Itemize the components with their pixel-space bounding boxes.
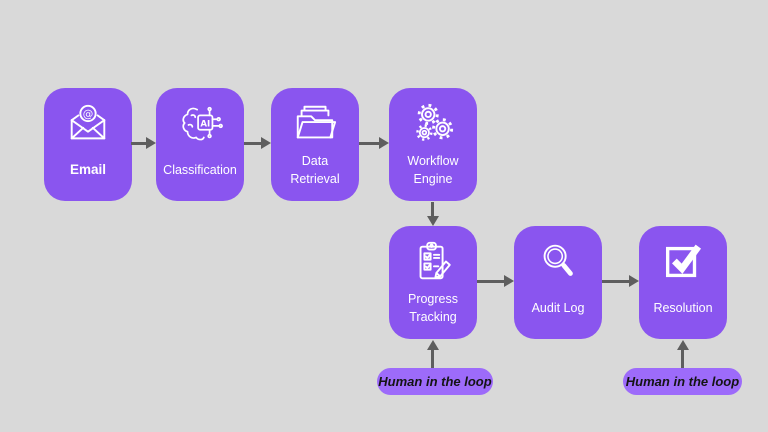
svg-text:@: @	[83, 108, 94, 120]
arrowhead-right-icon	[504, 275, 514, 287]
clipboard-checklist-icon	[410, 239, 456, 285]
node-data-retrieval: Data Retrieval	[271, 88, 359, 201]
node-audit-log: Audit Log	[514, 226, 602, 339]
arrow-progress-tracking-to-audit-log	[477, 280, 504, 283]
node-progress-tracking: Progress Tracking	[389, 226, 477, 339]
node-label: Workflow Engine	[407, 153, 459, 186]
arrow-workflow-engine-to-progress-tracking	[431, 202, 434, 216]
node-label: Email	[69, 162, 107, 178]
arrowhead-right-icon	[146, 137, 156, 149]
node-label: Data Retrieval	[290, 153, 340, 186]
arrow-human-loop-to-resolution	[681, 349, 684, 368]
node-label: Classification	[163, 162, 237, 177]
arrowhead-up-icon	[427, 340, 439, 350]
svg-text:AI: AI	[200, 119, 210, 129]
human-in-loop-pill-2: Human in the loop	[623, 368, 742, 395]
pill-label: Human in the loop	[378, 374, 492, 389]
node-classification: AI Classification	[156, 88, 244, 201]
arrowhead-up-icon	[677, 340, 689, 350]
folder-icon	[292, 101, 338, 147]
arrow-human-loop-to-progress-tracking	[431, 349, 434, 368]
arrow-classification-to-data-retrieval	[244, 142, 261, 145]
node-resolution: Resolution	[639, 226, 727, 339]
arrow-data-retrieval-to-workflow-engine	[359, 142, 379, 145]
pill-label: Human in the loop	[625, 374, 740, 389]
node-label: Audit Log	[531, 300, 585, 315]
arrowhead-right-icon	[379, 137, 389, 149]
arrowhead-down-icon	[427, 216, 439, 226]
human-in-loop-pill-1: Human in the loop	[377, 368, 493, 395]
node-email: @ Email	[44, 88, 132, 201]
node-label: Progress Tracking	[407, 291, 459, 324]
node-workflow-engine: Workflow Engine	[389, 88, 477, 201]
magnifier-icon	[535, 239, 581, 285]
checkbox-icon	[660, 239, 706, 285]
node-label: Resolution	[653, 300, 713, 315]
arrowhead-right-icon	[629, 275, 639, 287]
arrow-email-to-classification	[131, 142, 147, 145]
arrow-audit-log-to-resolution	[602, 280, 629, 283]
gears-icon	[410, 101, 456, 147]
ai-brain-icon: AI	[177, 101, 223, 147]
email-icon: @	[65, 101, 111, 147]
arrowhead-right-icon	[261, 137, 271, 149]
